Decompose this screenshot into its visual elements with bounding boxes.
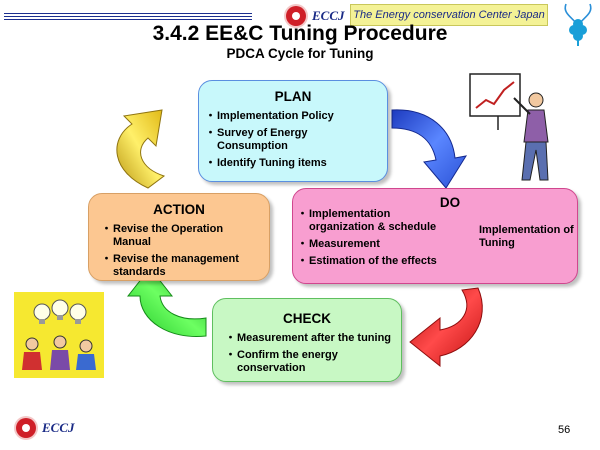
check-title: CHECK — [282, 311, 331, 326]
plan-item: Identify Tuning items — [205, 157, 377, 170]
arrow-action-to-plan — [116, 109, 166, 189]
organization-name: The Energy conservation Center Japan — [350, 4, 548, 26]
do-box: DO Implementation organization & schedul… — [292, 188, 578, 284]
action-item: Revise the Operation Manual — [101, 223, 263, 249]
header-logo-text: ECCJ — [312, 8, 345, 23]
plan-box: PLAN Implementation Policy Survey of Ene… — [198, 80, 388, 182]
do-item: Implementation organization & schedule — [297, 208, 449, 234]
action-title: ACTION — [153, 202, 205, 217]
plan-list: Implementation Policy Survey of Energy C… — [205, 110, 377, 170]
header-rule — [4, 13, 252, 23]
footer-logo-text: ECCJ — [42, 420, 75, 435]
do-title: DO — [439, 195, 461, 210]
check-list: Measurement after the tuning Confirm the… — [225, 332, 397, 375]
arrow-check-to-action — [126, 267, 207, 337]
action-list: Revise the Operation Manual Revise the m… — [101, 223, 263, 279]
arrow-do-to-check — [409, 287, 483, 368]
action-box: ACTION Revise the Operation Manual Revis… — [88, 193, 270, 281]
page-title: 3.4.2 EE&C Tuning Procedure — [152, 22, 448, 45]
footer-eccj-logo-icon — [16, 418, 36, 438]
do-result: Implementation of Tuning — [479, 224, 574, 249]
plan-item: Survey of Energy Consumption — [205, 127, 377, 153]
page-number: 56 — [558, 424, 571, 436]
clover-ribbon-icon — [564, 3, 592, 46]
check-item: Measurement after the tuning — [225, 332, 397, 345]
check-box: CHECK Measurement after the tuning Confi… — [212, 298, 402, 382]
do-list: Implementation organization & schedule M… — [297, 208, 449, 268]
eccj-logo-icon — [286, 6, 306, 26]
presenter-illustration-icon — [469, 73, 549, 181]
arrow-plan-to-do — [391, 109, 468, 189]
do-item: Estimation of the effects — [297, 255, 449, 268]
check-item: Confirm the energy conservation — [225, 349, 397, 375]
plan-title: PLAN — [274, 89, 312, 104]
action-item: Revise the management standards — [101, 253, 263, 279]
do-item: Measurement — [297, 238, 449, 251]
meeting-ideas-illustration-icon — [14, 292, 104, 378]
page-subtitle: PDCA Cycle for Tuning — [226, 46, 374, 61]
plan-item: Implementation Policy — [205, 110, 377, 123]
